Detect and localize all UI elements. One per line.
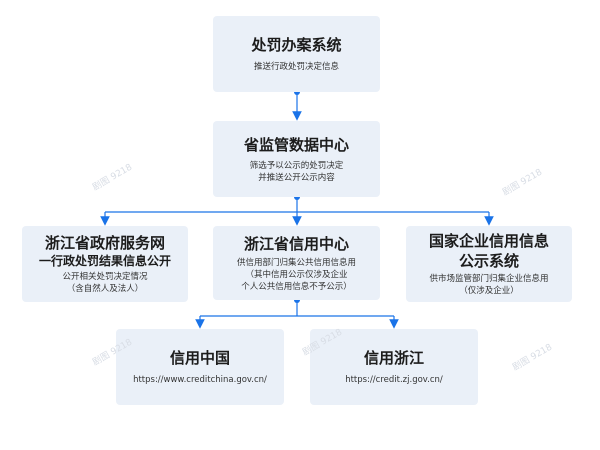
node-text: 供市场监管部门归集企业信息用	[429, 274, 549, 284]
node-title: 信用中国	[169, 349, 230, 367]
node-text: 并推送公开公示内容	[258, 172, 335, 183]
node-credit-zhejiang: 信用浙江 https://credit.zj.gov.cn/	[310, 329, 478, 405]
node-gov-service: 浙江省政府服务网 一行政处罚结果信息公开 公开相关处罚决定情况 （含自然人及法人…	[22, 226, 188, 302]
node-text: （含自然人及法人）	[66, 284, 144, 294]
node-title: 省监管数据中心	[243, 135, 349, 154]
node-text: 个人公共信用信息不予公示）	[241, 281, 352, 292]
node-title: 处罚办案系统	[251, 36, 342, 54]
node-text: 供信用部门归集公共信用信息用	[236, 257, 356, 268]
node-subtitle: 一行政处罚结果信息公开	[38, 254, 171, 268]
node-text: 公开相关处罚决定情况	[62, 272, 148, 282]
node-text: （仅涉及企业）	[459, 286, 519, 296]
node-title: 浙江省信用中心	[243, 234, 349, 253]
node-title: 信用浙江	[363, 349, 424, 367]
node-penalty-system: 处罚办案系统 推送行政处罚决定信息	[213, 16, 380, 92]
node-text: （其中信用公示仅涉及企业	[245, 269, 348, 280]
node-enterprise-credit: 国家企业信用信息 公示系统 供市场监管部门归集企业信息用 （仅涉及企业）	[406, 226, 572, 302]
node-url: https://www.creditchina.gov.cn/	[133, 375, 267, 385]
node-title: 国家企业信用信息	[428, 232, 549, 250]
node-text: 推送行政处罚决定信息	[253, 62, 339, 72]
node-credit-china: 信用中国 https://www.creditchina.gov.cn/	[116, 329, 284, 405]
node-provincial-center: 省监管数据中心 筛选予以公示的处罚决定 并推送公开公示内容	[213, 121, 380, 197]
node-text: 筛选予以公示的处罚决定	[249, 160, 344, 171]
node-credit-center: 浙江省信用中心 供信用部门归集公共信用信息用 （其中信用公示仅涉及企业 个人公共…	[213, 226, 380, 300]
node-title: 浙江省政府服务网	[44, 234, 165, 252]
node-url: https://credit.zj.gov.cn/	[345, 375, 443, 385]
node-title: 公示系统	[458, 252, 519, 270]
